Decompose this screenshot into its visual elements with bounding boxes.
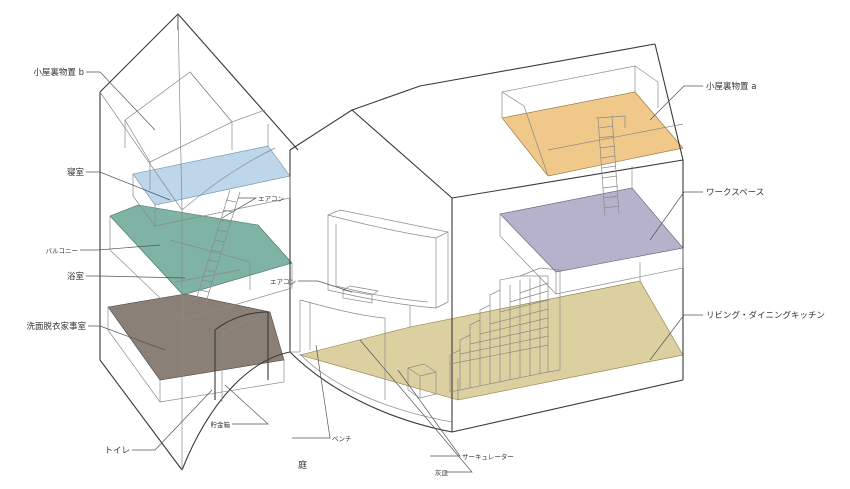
loft-a-box [501,65,684,177]
label-water-tank: 貯金箱 [211,420,231,429]
label-loft-b: 小屋裏物置 b [33,67,84,78]
label-toilet: トイレ [104,446,130,456]
workspace-box [499,166,684,295]
main-stair [449,267,561,393]
washroom-box [107,307,285,403]
ldk-floor [298,280,684,401]
label-workspace: ワークスペース [706,188,764,198]
loft-a-floor [501,91,684,177]
label-bath: 浴室 [67,271,85,282]
left-curved-wall-inner [221,317,265,402]
left-curved-wall [214,311,269,400]
bath-box [109,216,293,321]
aircon-unit [342,285,379,304]
label-aircon-center: エアコン [270,278,296,286]
bench [299,299,386,356]
label-washroom: 洗面脱衣家事室 [26,321,86,332]
label-balcony: バルコニー [46,247,78,255]
label-ash-pit: 灰皿 [435,468,449,477]
label-loft-a: 小屋裏物置 a [706,81,756,92]
ldk-box [409,262,641,400]
circulator [407,363,437,399]
label-bench: ベンチ [332,435,352,443]
bedroom-box [132,124,291,227]
label-ldk: リビング・ダイニングキッチン [706,310,825,321]
workspace-floor [499,187,684,273]
label-bedroom: 寝室 [67,167,85,178]
loft-b-box [124,71,266,190]
leader-lines [80,71,703,473]
left-stair [195,189,241,303]
label-aircon-left: エアコン [258,195,284,203]
washroom-floor [107,293,285,381]
balcony-floor [109,204,293,296]
center-window-box [327,209,450,309]
label-garden: 庭 [298,459,307,471]
ladder [595,115,626,217]
label-circulator: サーキュレーター [462,452,514,461]
garden-walls [299,353,453,423]
left-wing-outline [99,13,299,471]
main-house-outline [351,43,684,433]
